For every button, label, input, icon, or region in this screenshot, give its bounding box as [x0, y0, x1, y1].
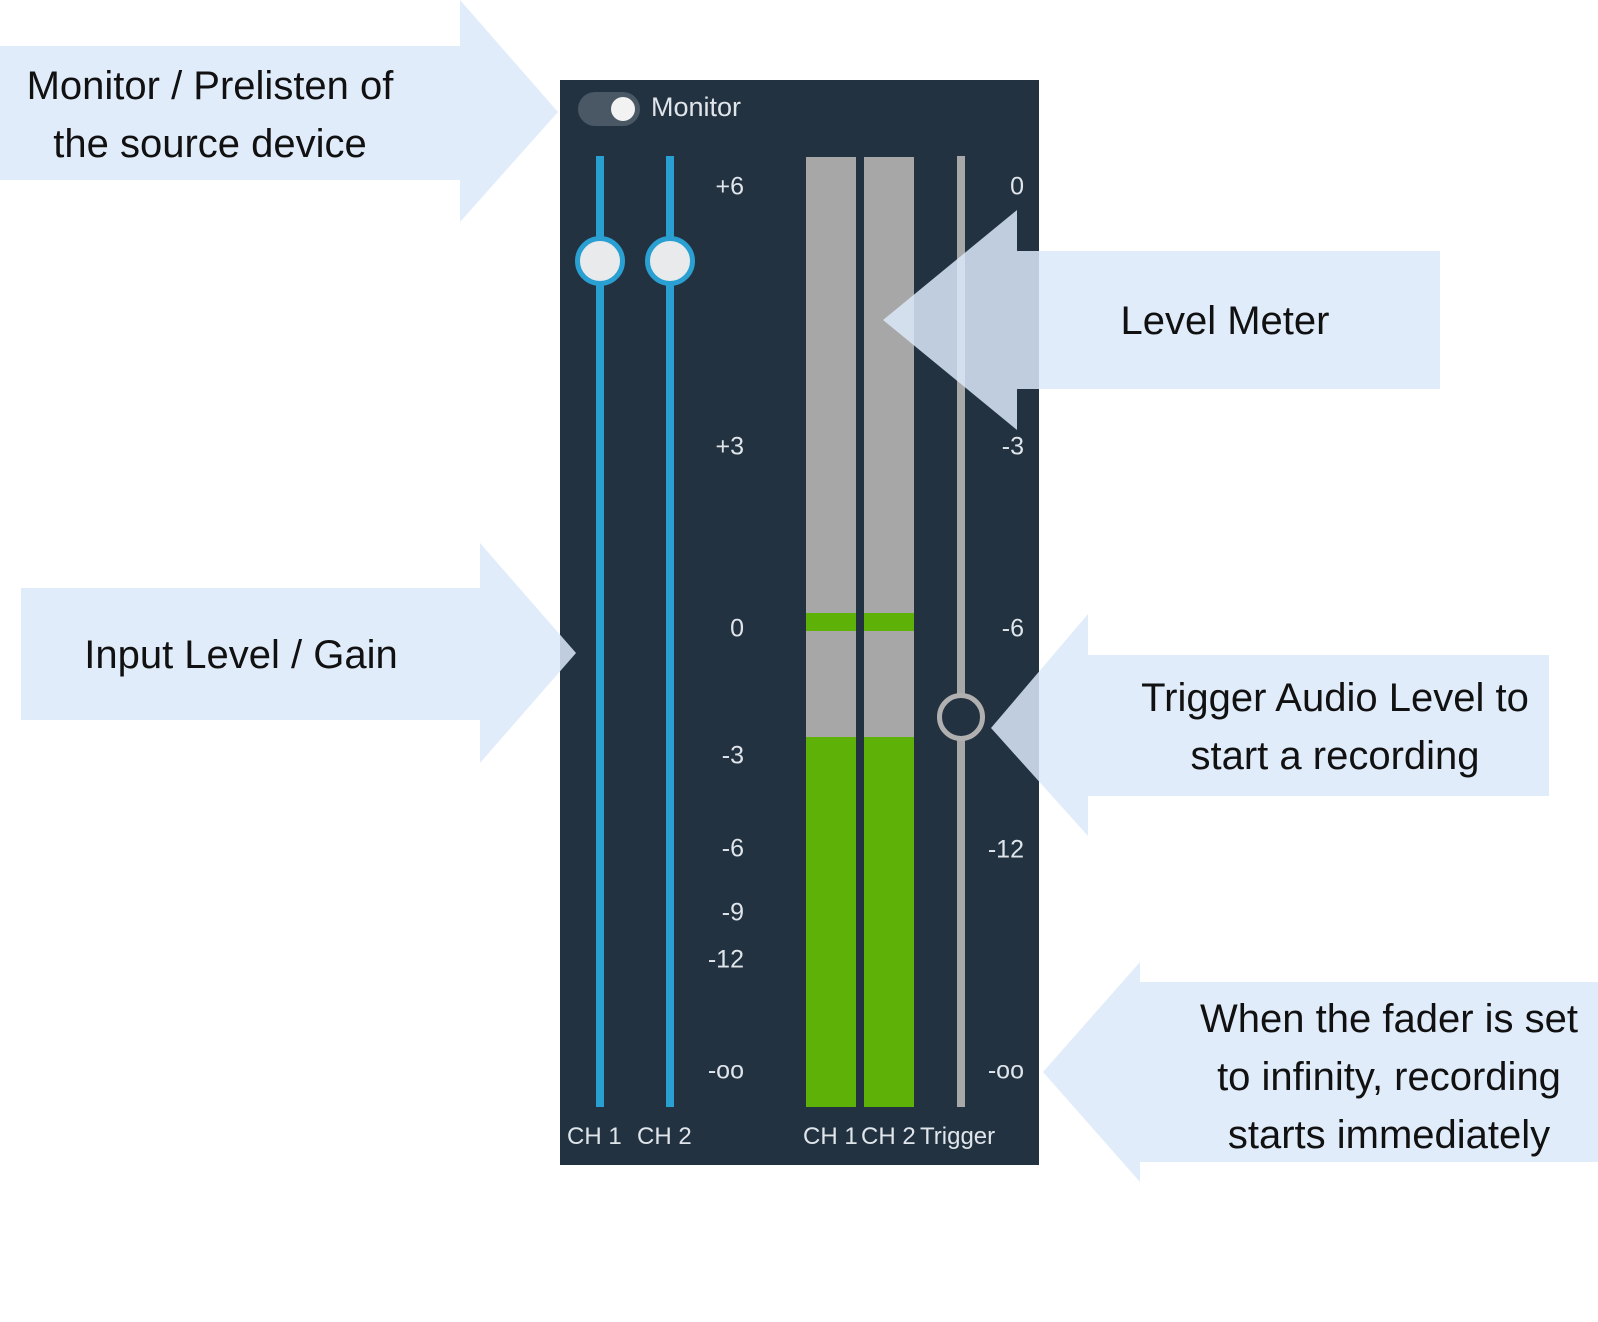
- level-meter-peak: [806, 613, 856, 631]
- level-meter-ch1: [806, 157, 856, 1107]
- callout-line: Level Meter: [1120, 299, 1330, 343]
- gain-channel-label: CH 1: [567, 1123, 622, 1150]
- gain-channel-label: CH 2: [637, 1123, 692, 1150]
- meter-channel-label: CH 1: [803, 1123, 858, 1150]
- trigger-tick: -6: [1001, 614, 1024, 643]
- callout-gain-text: Input Level / Gain: [21, 626, 461, 684]
- gain-fader-knob-ch2[interactable]: [645, 235, 695, 286]
- callout-monitor-text: Monitor / Prelisten of the source device: [0, 57, 420, 173]
- callout-trigger-text: Trigger Audio Level to start a recording: [1125, 669, 1545, 785]
- callout-infinity-text: When the fader is set to infinity, recor…: [1180, 990, 1598, 1164]
- trigger-label: Trigger: [920, 1123, 996, 1150]
- monitor-toggle-thumb[interactable]: [611, 97, 635, 121]
- gain-tick: -12: [707, 945, 744, 974]
- callout-arrow-monitor: [0, 0, 558, 222]
- trigger-fader-knob[interactable]: [937, 693, 985, 742]
- level-meter-fill: [806, 736, 856, 1107]
- monitor-label: Monitor: [651, 92, 742, 122]
- callout-arrow-meter: [883, 210, 1440, 430]
- callout-line: When the fader is set: [1200, 997, 1578, 1041]
- callout-arrow-infinity: [1043, 962, 1598, 1182]
- callout-line: start a recording: [1190, 734, 1480, 778]
- monitor-toggle[interactable]: [578, 92, 640, 126]
- gain-fader-track-ch1[interactable]: [596, 156, 604, 1107]
- gain-tick: -oo: [707, 1056, 744, 1085]
- level-meter-fill: [864, 736, 914, 1107]
- callout-arrow-trigger: [991, 614, 1549, 836]
- gain-fader-knob-ch1[interactable]: [575, 235, 625, 286]
- callout-line: Input Level / Gain: [84, 633, 398, 677]
- gain-tick: +3: [715, 432, 744, 461]
- gain-tick: -9: [721, 898, 744, 927]
- callout-line: Trigger Audio Level to: [1141, 676, 1529, 720]
- trigger-tick: -12: [987, 835, 1024, 864]
- level-meter-peak: [864, 613, 914, 631]
- trigger-tick: 0: [1010, 172, 1024, 201]
- callout-line: the source device: [53, 122, 367, 166]
- trigger-fader-track[interactable]: [957, 156, 965, 1107]
- callout-arrow-gain: [21, 543, 576, 763]
- gain-tick: +6: [715, 172, 744, 201]
- meter-channel-label: CH 2: [861, 1123, 916, 1150]
- callout-line: Monitor / Prelisten of: [26, 64, 394, 108]
- gain-tick: -3: [721, 741, 744, 770]
- gain-tick: 0: [730, 614, 744, 643]
- trigger-tick: -oo: [987, 1056, 1024, 1085]
- callout-line: starts immediately: [1227, 1113, 1551, 1157]
- gain-tick: -6: [721, 834, 744, 863]
- gain-fader-track-ch2[interactable]: [666, 156, 674, 1107]
- trigger-tick: -3: [1001, 432, 1024, 461]
- level-meter-ch2: [864, 157, 914, 1107]
- callout-line: to infinity, recording: [1217, 1055, 1561, 1099]
- callout-meter-text: Level Meter: [1075, 292, 1375, 350]
